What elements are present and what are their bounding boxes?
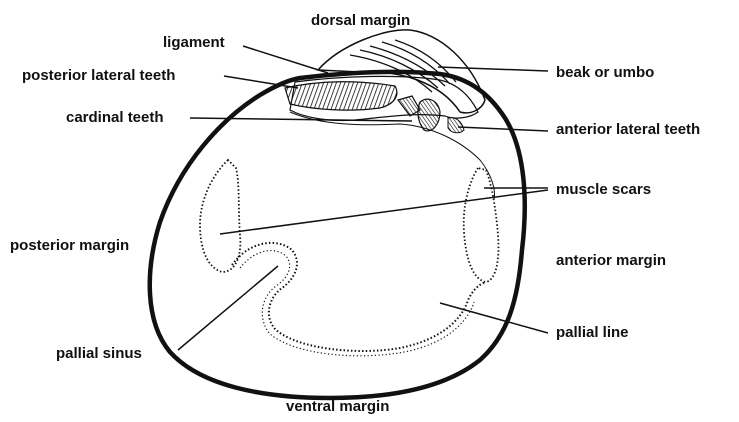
label-cardinal-teeth: cardinal teeth: [66, 109, 164, 126]
label-muscle-scars: muscle scars: [556, 181, 651, 198]
leader-cardinal-teeth: [190, 118, 412, 121]
anterior-lateral-teeth-shape: [448, 118, 464, 133]
label-pallial-sinus: pallial sinus: [56, 345, 142, 362]
posterior-muscle-scar: [200, 160, 240, 272]
label-beak-or-umbo: beak or umbo: [556, 64, 654, 81]
label-pallial-line: pallial line: [556, 324, 629, 341]
label-ligament: ligament: [163, 34, 225, 51]
label-posterior-margin: posterior margin: [10, 237, 129, 254]
leader-beak-umbo: [438, 67, 548, 71]
pallial-line-inner: [240, 251, 474, 356]
leader-ligament: [243, 46, 328, 73]
leader-anterior-lateral-teeth: [458, 127, 548, 131]
cardinal-teeth-shape: [398, 96, 440, 131]
label-posterior-lateral-teeth: posterior lateral teeth: [22, 67, 175, 84]
label-dorsal-margin: dorsal margin: [311, 12, 410, 29]
label-anterior-margin: anterior margin: [556, 252, 666, 269]
label-anterior-lateral-teeth: anterior lateral teeth: [556, 121, 700, 138]
posterior-lateral-teeth-shape: [285, 82, 397, 110]
label-ventral-margin: ventral margin: [286, 398, 389, 415]
interior-line: [290, 112, 494, 200]
leader-muscle-scars-posterior: [220, 190, 548, 234]
